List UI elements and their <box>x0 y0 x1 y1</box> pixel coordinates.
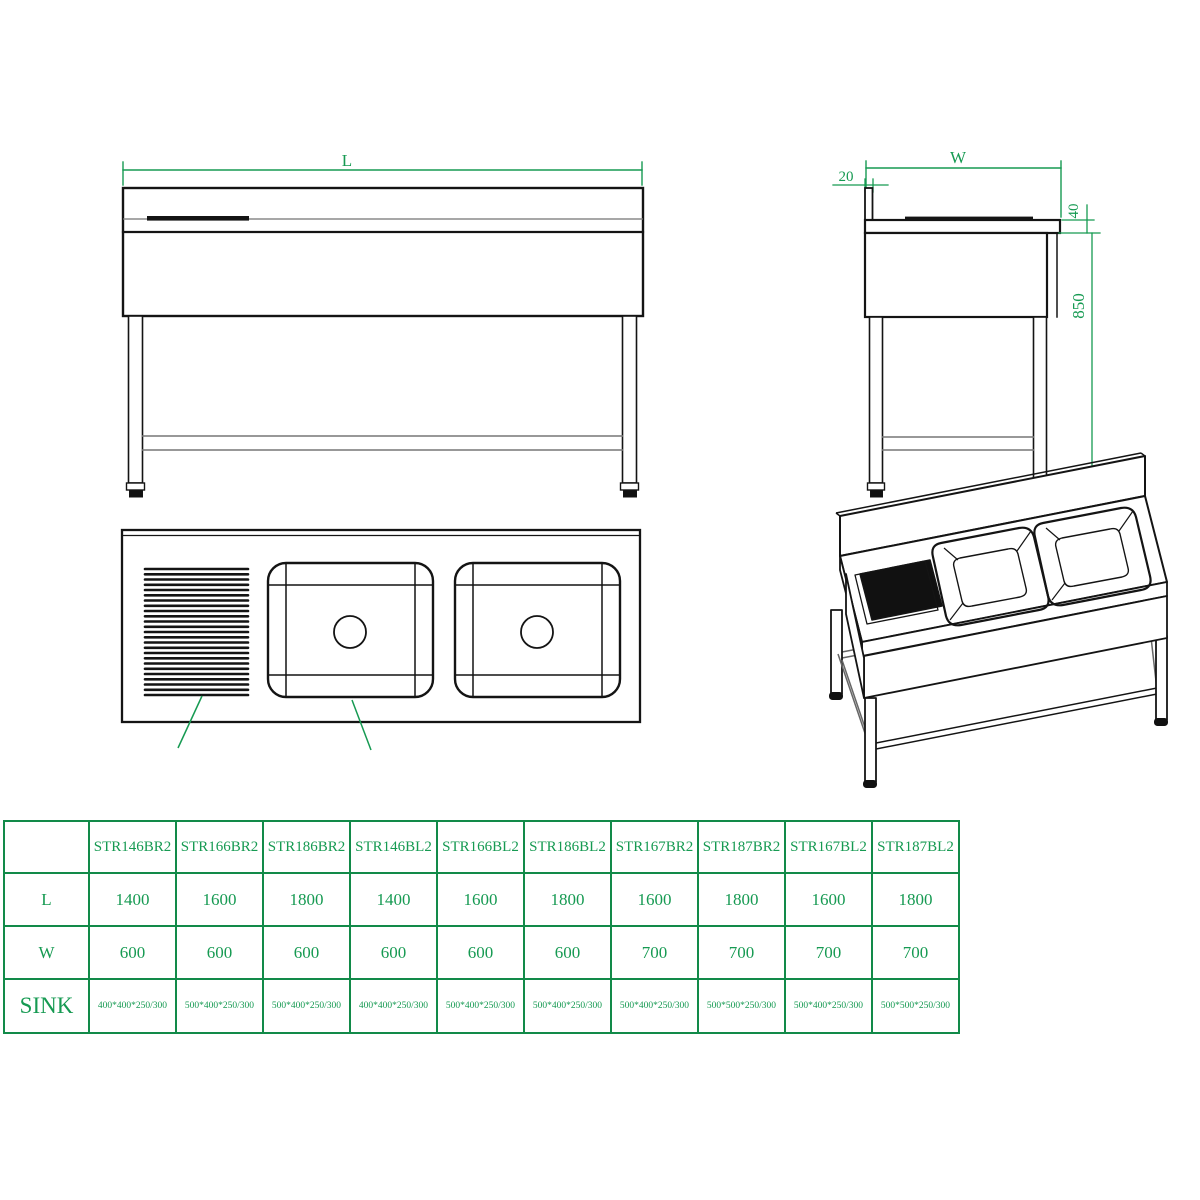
side-view: W 20 40 850 <box>832 148 1101 498</box>
value-cell: 1400 <box>349 872 438 927</box>
front-left-leg <box>127 315 144 484</box>
value-cell: 1400 <box>88 872 177 927</box>
sink-bench-drawing: L W 20 <box>120 148 1168 788</box>
top-view <box>120 528 642 751</box>
value-cell: 500*400*250/300 <box>784 978 873 1034</box>
value-cell: 600 <box>436 925 525 980</box>
model-cell: STR167BL2 <box>784 820 873 874</box>
counter-thickness-dim-label: 40 <box>1066 204 1082 219</box>
value-cell: 700 <box>784 925 873 980</box>
side-countertop <box>863 218 1062 235</box>
value-cell: 400*400*250/300 <box>349 978 438 1034</box>
model-cell: STR146BL2 <box>349 820 438 874</box>
model-cell: STR187BR2 <box>697 820 786 874</box>
corner-cell <box>3 820 90 874</box>
value-cell: 1600 <box>175 872 264 927</box>
drainer-leader-line <box>177 695 203 749</box>
front-body-outline <box>121 186 645 318</box>
width-dim-label: W <box>950 148 967 167</box>
drain-hole-2 <box>520 615 554 649</box>
model-cell: STR186BR2 <box>262 820 351 874</box>
sink-bowl-1-plan <box>266 561 435 699</box>
iso-front-right-leg <box>1155 635 1168 721</box>
value-cell: 600 <box>349 925 438 980</box>
value-cell: 1800 <box>523 872 612 927</box>
iso-front-left-leg <box>864 697 877 783</box>
value-cell: 1600 <box>436 872 525 927</box>
front-drainer-edge <box>147 216 249 221</box>
value-cell: 600 <box>523 925 612 980</box>
side-drainer-edge <box>905 216 1033 221</box>
drain-hole-1 <box>333 615 367 649</box>
row-label: SINK <box>3 978 90 1034</box>
backsplash-dim-label: 20 <box>839 169 854 185</box>
model-cell: STR166BR2 <box>175 820 264 874</box>
sink-bowl-2-plan <box>453 561 622 699</box>
model-cell: STR166BL2 <box>436 820 525 874</box>
value-cell: 700 <box>610 925 699 980</box>
side-right-leg <box>1032 316 1048 484</box>
height-dim-label: 850 <box>1069 293 1088 319</box>
value-cell: 500*400*250/300 <box>262 978 351 1034</box>
iso-view <box>829 452 1168 788</box>
value-cell: 500*400*250/300 <box>610 978 699 1034</box>
table-row-sink: SINK 400*400*250/300 500*400*250/300 500… <box>3 978 960 1034</box>
table-row-length: L 1400 1600 1800 1400 1600 1800 1600 180… <box>3 872 960 927</box>
model-cell: STR167BR2 <box>610 820 699 874</box>
drainer-ribs <box>143 567 250 697</box>
value-cell: 1600 <box>784 872 873 927</box>
value-cell: 600 <box>175 925 264 980</box>
value-cell: 500*500*250/300 <box>697 978 786 1034</box>
model-cell: STR186BL2 <box>523 820 612 874</box>
value-cell: 600 <box>262 925 351 980</box>
front-view: L <box>121 151 645 498</box>
value-cell: 1600 <box>610 872 699 927</box>
value-cell: 700 <box>871 925 960 980</box>
row-label: W <box>3 925 90 980</box>
value-cell: 500*400*250/300 <box>436 978 525 1034</box>
spec-table: STR146BR2 STR166BR2 STR186BR2 STR146BL2 … <box>3 820 960 1034</box>
table-row-width: W 600 600 600 600 600 600 700 700 700 70… <box>3 925 960 980</box>
bowl-leader-line <box>351 699 372 751</box>
value-cell: 1800 <box>262 872 351 927</box>
iso-bowl-1 <box>931 526 1050 627</box>
model-cell: STR187BL2 <box>871 820 960 874</box>
value-cell: 500*400*250/300 <box>175 978 264 1034</box>
iso-bowl-2 <box>1033 506 1152 607</box>
value-cell: 400*400*250/300 <box>88 978 177 1034</box>
side-body-outline <box>863 231 1049 319</box>
front-right-leg <box>621 315 638 484</box>
value-cell: 500*400*250/300 <box>523 978 612 1034</box>
table-row-models: STR146BR2 STR166BR2 STR186BR2 STR146BL2 … <box>3 820 960 874</box>
model-cell: STR146BR2 <box>88 820 177 874</box>
value-cell: 700 <box>697 925 786 980</box>
value-cell: 500*500*250/300 <box>871 978 960 1034</box>
side-left-leg <box>868 316 884 484</box>
value-cell: 600 <box>88 925 177 980</box>
value-cell: 1800 <box>697 872 786 927</box>
row-label: L <box>3 872 90 927</box>
length-dim-label: L <box>342 151 352 170</box>
value-cell: 1800 <box>871 872 960 927</box>
